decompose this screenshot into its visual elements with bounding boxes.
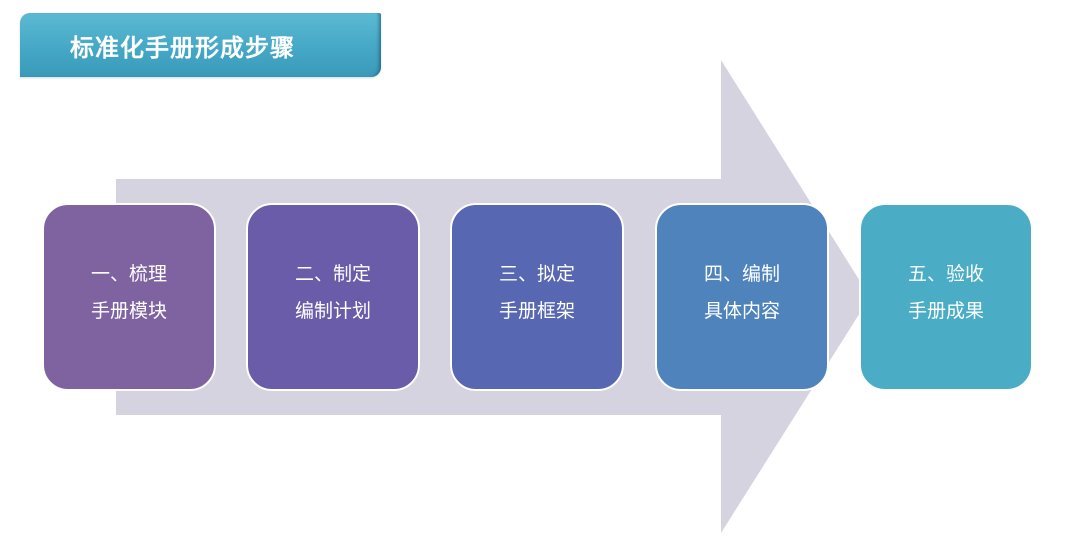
step-3-box: 三、拟定 手册框架: [450, 203, 624, 391]
step-5-title: 五、验收: [907, 263, 984, 285]
page-title: 标准化手册形成步骤: [70, 33, 295, 62]
step-4-title: 四、编制: [703, 263, 780, 285]
step-4-box: 四、编制 具体内容: [655, 203, 829, 391]
step-1-subtitle: 手册模块: [90, 300, 167, 322]
step-5-box: 五、验收 手册成果: [859, 203, 1033, 391]
step-4-subtitle: 具体内容: [703, 300, 780, 322]
step-2-subtitle: 编制计划: [294, 300, 371, 322]
step-3-subtitle: 手册框架: [498, 300, 575, 322]
step-1-box: 一、梳理 手册模块: [42, 203, 216, 391]
step-2-box: 二、制定 编制计划: [246, 203, 420, 391]
title-banner: 标准化手册形成步骤: [20, 13, 381, 77]
step-5-subtitle: 手册成果: [907, 300, 984, 322]
step-1-title: 一、梳理: [90, 263, 167, 285]
step-2-title: 二、制定: [294, 263, 371, 285]
step-3-title: 三、拟定: [498, 263, 575, 285]
